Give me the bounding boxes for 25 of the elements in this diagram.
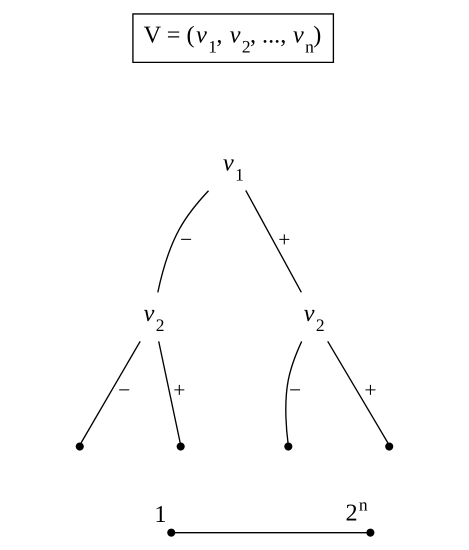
node-circle xyxy=(284,442,292,451)
connector xyxy=(158,341,181,444)
edge-label: − xyxy=(180,227,192,252)
node-circle xyxy=(366,528,374,537)
node-box: V = (v$_{1}$, v$_{2}$, ..., v$_{n}$) xyxy=(132,13,334,64)
edge-label: − xyxy=(288,378,302,402)
edge-label: + xyxy=(173,378,186,402)
node-text: v$_{2}$ xyxy=(144,300,165,336)
connector xyxy=(80,341,141,444)
edge-label: − xyxy=(118,378,130,402)
node-label: 2$^{n}$ xyxy=(345,494,368,526)
node-circle xyxy=(176,442,185,451)
connector xyxy=(285,341,302,444)
node-label: 1 xyxy=(154,500,167,528)
connector xyxy=(245,190,302,293)
connector xyxy=(327,340,388,444)
node-text: v$_{2}$ xyxy=(304,300,325,336)
node-text: v$_{1}$ xyxy=(223,150,244,185)
node-circle xyxy=(167,528,176,537)
edge-label: + xyxy=(278,227,290,252)
connector xyxy=(174,532,367,534)
node-circle xyxy=(385,442,394,451)
connector xyxy=(157,190,210,292)
node-circle xyxy=(76,442,84,451)
edge-label: + xyxy=(364,378,376,402)
